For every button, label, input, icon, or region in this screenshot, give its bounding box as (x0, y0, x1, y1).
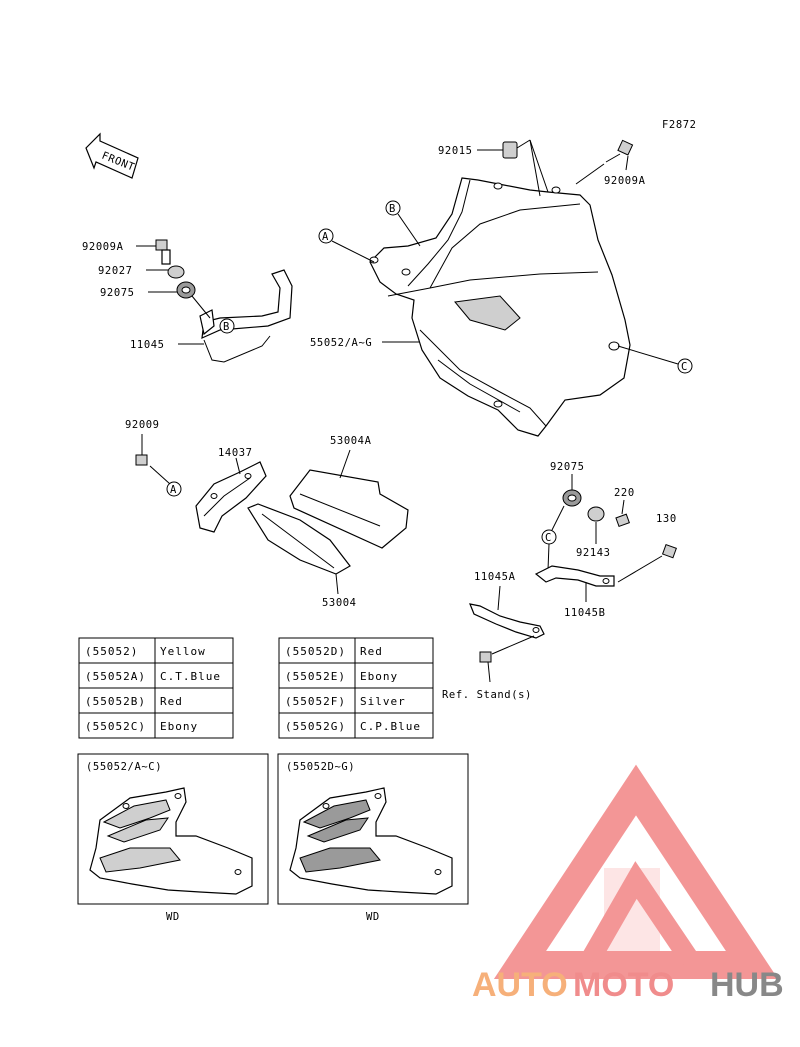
svg-text:(55052C): (55052C) (85, 720, 146, 733)
svg-text:WD: WD (366, 911, 380, 923)
svg-text:C: C (545, 532, 552, 544)
svg-text:(55052D): (55052D) (285, 645, 346, 658)
bolt-ref-stand (479, 651, 492, 683)
callout-c-lower: C (541, 529, 557, 571)
color-table-right: (55052D) Red (55052E) Ebony (55052F) Sil… (278, 637, 434, 739)
lower-cowl-55052 (369, 177, 631, 437)
figure-id: F2872 (662, 119, 697, 131)
clip-92015 (477, 139, 549, 197)
label-53004A: 53004A (330, 435, 372, 447)
collar-92027 (146, 265, 185, 279)
svg-text:B: B (223, 321, 230, 333)
svg-text:(55052E): (55052E) (285, 670, 346, 683)
label-55052: 55052/A~G (310, 337, 372, 349)
svg-text:Red: Red (360, 645, 383, 658)
variant-box-a-c: (55052/A~C) WD (77, 753, 269, 923)
svg-text:(55052F): (55052F) (285, 695, 346, 708)
svg-text:(55052/A~C): (55052/A~C) (86, 761, 162, 773)
label-92009A-left: 92009A (82, 241, 124, 253)
label-11045A: 11045A (474, 571, 516, 583)
svg-text:Ebony: Ebony (360, 670, 398, 683)
svg-text:Red: Red (160, 695, 183, 708)
label-130: 130 (656, 513, 677, 525)
svg-text:(55052): (55052) (85, 645, 138, 658)
bracket-11045B (534, 565, 615, 602)
automotohub-logo (493, 764, 779, 979)
bracket-11045A (469, 585, 545, 655)
bolt-92009A-top (575, 139, 634, 185)
label-92143: 92143 (576, 547, 611, 559)
callout-a-top: A (318, 228, 375, 263)
label-220: 220 (614, 487, 635, 499)
label-11045: 11045 (130, 339, 165, 351)
grommet-92075-right (551, 474, 582, 531)
svg-text:C: C (681, 361, 688, 373)
variant-box-d-g: (55052D~G) WD (277, 753, 469, 923)
label-ref-stand: Ref. Stand(s) (442, 689, 532, 701)
label-92009: 92009 (125, 419, 160, 431)
label-53004: 53004 (322, 597, 357, 609)
callout-a-lower: A (166, 481, 182, 497)
label-92027: 92027 (98, 265, 133, 277)
plate-53004A (289, 449, 409, 549)
svg-text:Silver: Silver (360, 695, 406, 708)
bolt-130 (617, 543, 677, 583)
wordmark-auto: AUTO (472, 966, 568, 1004)
svg-text:C.T.Blue: C.T.Blue (160, 670, 221, 683)
bolt-92009 (135, 434, 171, 485)
callout-c-right: C (617, 345, 693, 374)
svg-text:A: A (322, 231, 329, 243)
label-92075-left: 92075 (100, 287, 135, 299)
svg-text:Ebony: Ebony (160, 720, 198, 733)
grommet-92075-left (148, 281, 211, 319)
wordmark-hub: HUB (710, 966, 784, 1004)
bolt-92009A-left (136, 239, 171, 265)
label-92009A-top: 92009A (604, 175, 646, 187)
svg-text:C.P.Blue: C.P.Blue (360, 720, 421, 733)
automotohub-wordmark: AUTO MOTO HUB (472, 966, 784, 1004)
svg-text:B: B (389, 203, 396, 215)
svg-text:A: A (170, 484, 177, 496)
collar-92143 (587, 506, 605, 544)
svg-text:(55052D~G): (55052D~G) (286, 761, 355, 773)
svg-text:(55052B): (55052B) (85, 695, 146, 708)
label-14037: 14037 (218, 447, 253, 459)
svg-text:Yellow: Yellow (160, 645, 206, 658)
label-11045B: 11045B (564, 607, 606, 619)
nut-220 (615, 499, 630, 528)
bracket-14037 (195, 457, 267, 533)
wordmark-moto: MOTO (573, 966, 674, 1004)
front-arrow-icon: FRONT (85, 132, 139, 179)
bracket-11045 (178, 269, 293, 363)
label-92015: 92015 (438, 145, 473, 157)
svg-text:(55052G): (55052G) (285, 720, 346, 733)
callout-b-bracket: B (219, 318, 235, 334)
plate-53004 (247, 503, 351, 595)
color-table-left: (55052) Yellow (55052A) C.T.Blue (55052B… (78, 637, 234, 739)
callout-b-top: B (385, 200, 421, 247)
label-92075-right: 92075 (550, 461, 585, 473)
svg-text:WD: WD (166, 911, 180, 923)
svg-text:(55052A): (55052A) (85, 670, 146, 683)
